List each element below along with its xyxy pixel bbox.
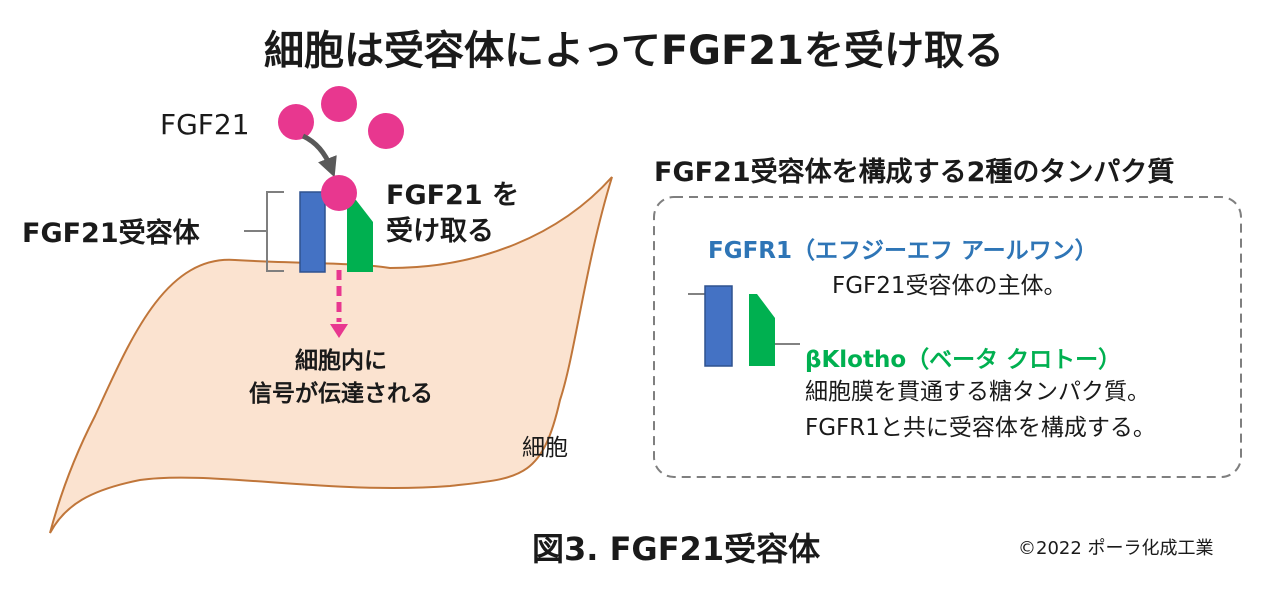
binding-arrow: [301, 133, 337, 178]
klotho-name: βKlotho（ベータ クロトー）: [805, 347, 1122, 373]
klotho-description-line: FGFR1と共に受容体を構成する。: [805, 415, 1156, 441]
figure-caption: 図3. FGF21受容体: [532, 530, 821, 568]
page-title: 細胞は受容体によってFGF21を受け取る: [264, 28, 1004, 74]
fgfr1-receptor: [299, 191, 326, 273]
panel-fgfr1-shape: [704, 285, 733, 367]
receptor-label: FGF21受容体: [22, 218, 200, 249]
panel-heading: FGF21受容体を構成する2種のタンパク質: [654, 157, 1175, 188]
signal-label-line: 細胞内に: [295, 348, 387, 374]
klotho-description: 細胞膜を貫通する糖タンパク質。 FGFR1と共に受容体を構成する。: [805, 374, 1156, 446]
receptor-bracket: [244, 191, 284, 272]
info-panel: [653, 196, 1242, 478]
fgfr1-description: FGF21受容体の主体。: [832, 273, 1067, 299]
cell-shape: [49, 176, 613, 534]
receive-label: FGF21 を 受け取る: [386, 178, 519, 250]
fgf21-molecule: [321, 86, 357, 122]
signal-label: 細胞内に 信号が伝達される: [210, 345, 472, 411]
cell-label: 細胞: [522, 435, 568, 461]
copyright-notice: ©2022 ポーラ化成工業: [1018, 538, 1214, 559]
fgf21-molecule: [368, 113, 404, 149]
klotho-description-line: 細胞膜を貫通する糖タンパク質。: [805, 379, 1150, 405]
signal-arrow-head: [330, 324, 348, 338]
klotho-receptor: [347, 200, 373, 272]
bound-fgf21-molecule: [321, 175, 357, 211]
fgfr1-name: FGFR1（エフジーエフ アールワン）: [708, 238, 1098, 264]
fgf21-molecule: [278, 104, 314, 140]
fgf21-label: FGF21: [160, 108, 250, 141]
receive-label-line: FGF21 を: [386, 180, 520, 211]
signal-label-line: 信号が伝達される: [249, 381, 433, 407]
panel-klotho-shape: [749, 294, 775, 366]
receive-label-line: 受け取る: [386, 216, 494, 247]
